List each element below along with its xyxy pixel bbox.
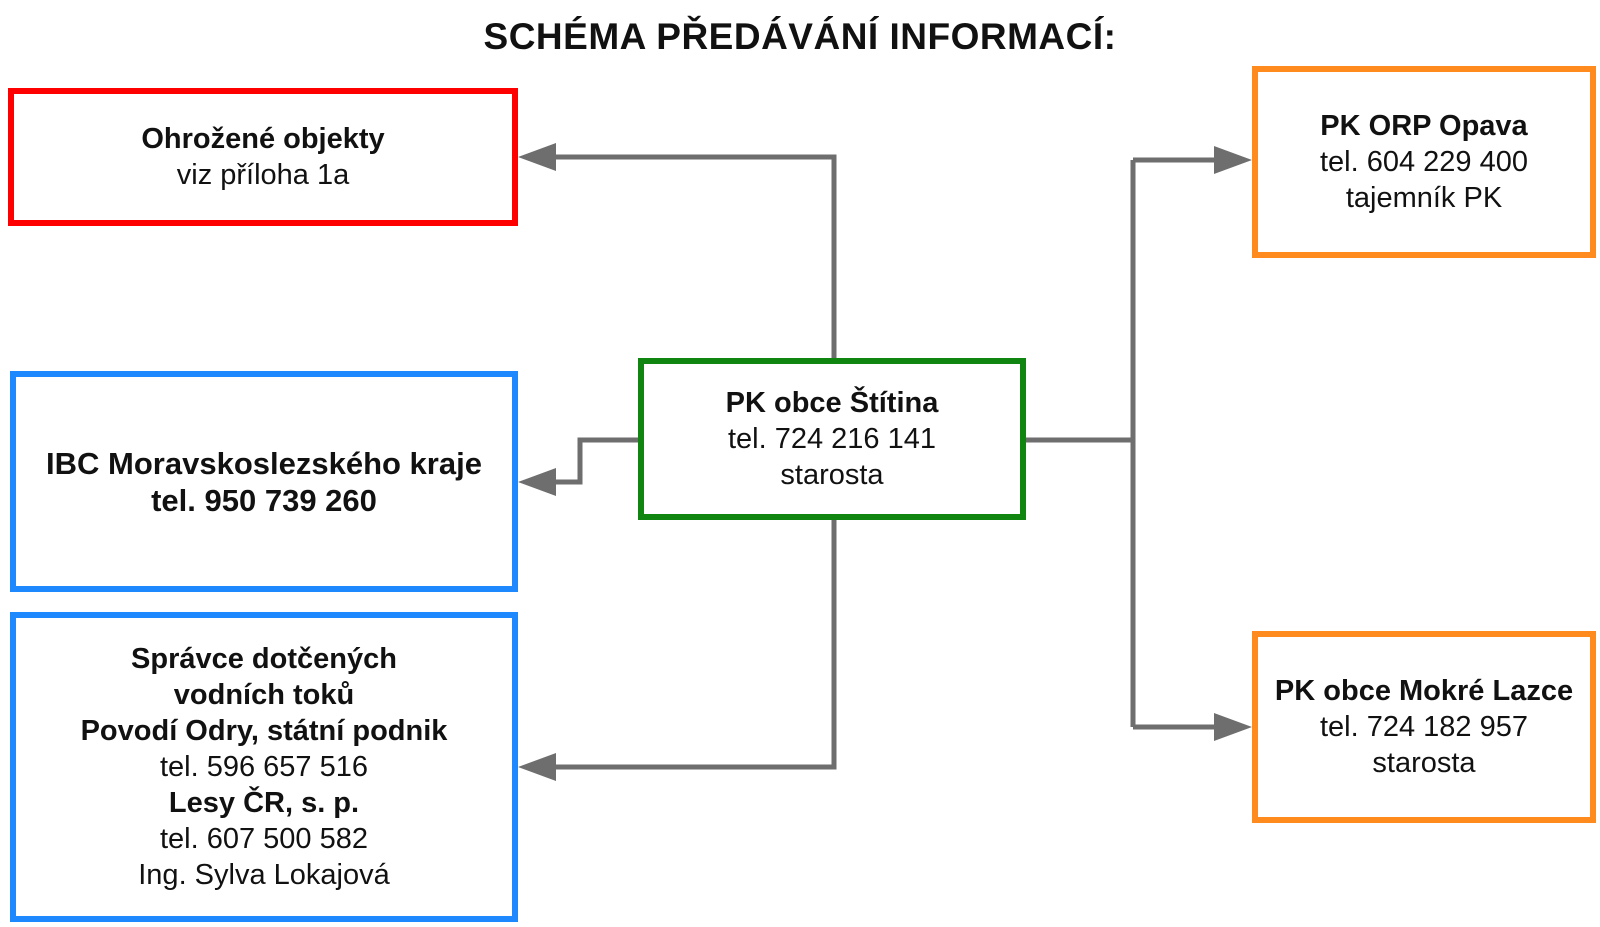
diagram-title: SCHÉMA PŘEDÁVÁNÍ INFORMACÍ: [483, 16, 1117, 57]
orp-role: tajemník PK [1345, 182, 1503, 214]
center-name: PK obce Štítina [725, 387, 939, 419]
arrowhead-water [518, 753, 556, 781]
mokre-role: starosta [1372, 747, 1476, 779]
water-heading-2: vodních toků [173, 679, 355, 711]
box-ibc: IBC Moravskoslezského kraje tel. 950 739… [10, 371, 518, 592]
box-water-managers: Správce dotčených vodních toků Povodí Od… [10, 612, 518, 922]
water-phone-2: tel. 607 500 582 [159, 823, 368, 855]
connector-to-threatened [548, 154, 837, 358]
connector-to-orp-mokre [1026, 157, 1215, 730]
ibc-name: IBC Moravskoslezského kraje [46, 445, 482, 481]
box-threatened-objects: Ohrožené objekty viz příloha 1a [8, 88, 518, 226]
box-mokre-lazce: PK obce Mokré Lazce tel. 724 182 957 sta… [1252, 631, 1596, 823]
threatened-detail: viz příloha 1a [176, 159, 350, 191]
orp-phone: tel. 604 229 400 [1319, 146, 1528, 178]
center-phone: tel. 724 216 141 [727, 423, 936, 455]
orp-name: PK ORP Opava [1320, 110, 1528, 142]
arrowhead-ibc [518, 468, 556, 496]
box-orp-opava: PK ORP Opava tel. 604 229 400 tajemník P… [1252, 66, 1596, 258]
mokre-name: PK obce Mokré Lazce [1274, 675, 1574, 707]
water-org-2: Lesy ČR, s. p. [168, 787, 360, 819]
arrowhead-orp [1214, 146, 1252, 174]
threatened-name: Ohrožené objekty [141, 123, 385, 155]
water-org-1: Povodí Odry, státní podnik [80, 715, 448, 747]
box-center-stitina: PK obce Štítina tel. 724 216 141 starost… [638, 358, 1026, 520]
arrowhead-mokre [1214, 713, 1252, 741]
ibc-phone: tel. 950 739 260 [151, 482, 377, 518]
mokre-phone: tel. 724 182 957 [1319, 711, 1528, 743]
water-heading-1: Správce dotčených [131, 643, 397, 675]
arrowhead-threatened [518, 143, 556, 171]
water-phone-1: tel. 596 657 516 [159, 751, 368, 783]
water-contact: Ing. Sylva Lokajová [138, 859, 390, 891]
connector-to-water [548, 520, 837, 770]
center-role: starosta [780, 459, 884, 491]
connector-to-ibc [548, 437, 638, 485]
